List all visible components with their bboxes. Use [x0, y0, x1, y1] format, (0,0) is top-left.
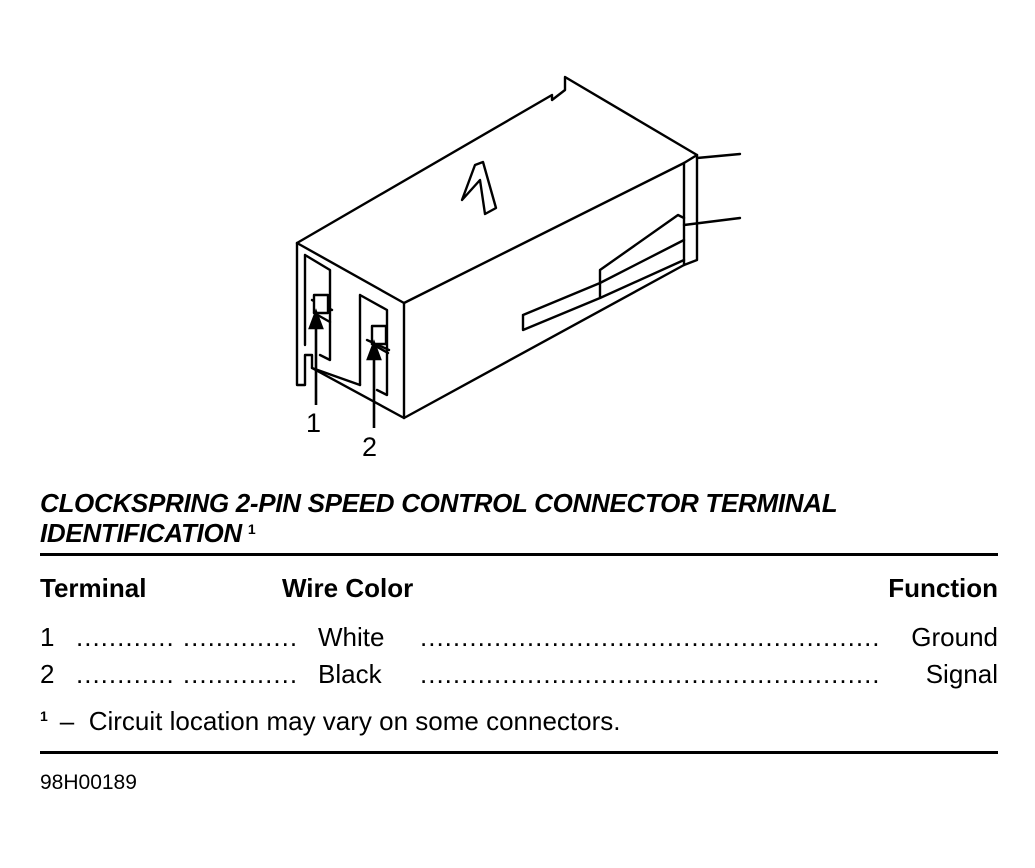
table-row: 1 ............ .............. White ....… — [40, 620, 998, 654]
diagram-title-text: CLOCKSPRING 2-PIN SPEED CONTROL CONNECTO… — [40, 488, 837, 548]
diagram-title: CLOCKSPRING 2-PIN SPEED CONTROL CONNECTO… — [40, 488, 1000, 552]
table-bottom-rule — [40, 751, 998, 754]
row-terminal: 2 — [40, 659, 55, 689]
pin-1-label: 1 — [306, 408, 321, 438]
footnote-text: Circuit location may vary on some connec… — [88, 706, 621, 736]
pin-2-arrowhead — [366, 339, 382, 361]
wire-lower — [682, 216, 742, 227]
row-wire-color: White — [318, 622, 385, 652]
header-function: Function — [888, 573, 998, 603]
row-leader-dots: ............ .............. — [76, 659, 299, 689]
footnote-mark: 1 — [40, 708, 48, 724]
wire-upper — [695, 152, 742, 160]
header-wire-color: Wire Color — [282, 573, 414, 603]
row-function: Ground — [911, 622, 998, 652]
row-wire-color: Black — [318, 659, 382, 689]
table-top-rule — [40, 553, 998, 556]
connector-front-face — [295, 241, 406, 420]
row-function: Signal — [925, 659, 998, 689]
connector-top-face — [295, 75, 699, 305]
pin-2-label: 2 — [362, 432, 377, 462]
title-footnote-mark: 1 — [247, 521, 256, 537]
row-leader-dots: ........................................… — [420, 659, 881, 689]
top-surface-mark — [460, 160, 498, 216]
footnote: 1– Circuit location may vary on some con… — [40, 704, 621, 742]
row-terminal: 1 — [40, 622, 55, 652]
row-leader-dots: ............ .............. — [76, 622, 299, 652]
connector-side-face — [402, 161, 686, 420]
footnote-dash: – — [59, 706, 75, 736]
figure-id: 98H00189 — [40, 771, 137, 794]
table-row: 2 ............ .............. Black ....… — [40, 657, 998, 691]
pin-1-arrowhead — [308, 308, 324, 330]
connector-latch — [521, 213, 686, 332]
row-leader-dots: ........................................… — [420, 622, 881, 652]
header-terminal: Terminal — [40, 573, 147, 603]
connector-illustration: 1 2 — [295, 75, 742, 462]
